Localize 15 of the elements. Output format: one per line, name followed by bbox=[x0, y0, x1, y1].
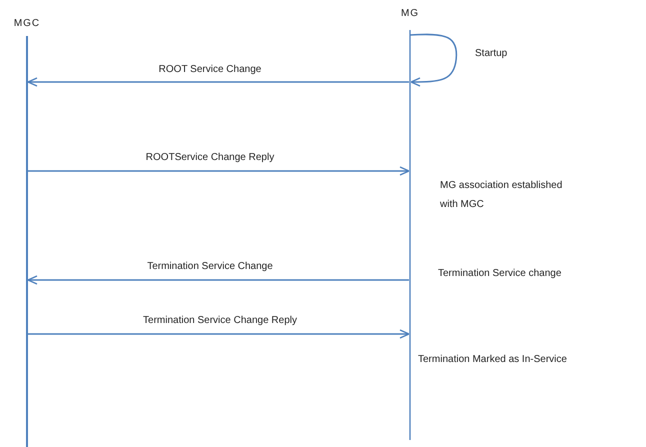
note-text: MG association established with MGC bbox=[440, 179, 564, 212]
edge-label: Termination Service Change bbox=[145, 261, 275, 273]
edge-label: ROOT Service Change bbox=[156, 64, 264, 76]
participant-label: MG bbox=[400, 8, 420, 20]
self-arrow bbox=[410, 34, 458, 87]
edge-label: ROOTService Change Reply bbox=[144, 152, 276, 164]
message-arrow bbox=[27, 77, 409, 87]
message-arrow bbox=[27, 275, 409, 285]
message-arrow bbox=[28, 166, 410, 176]
note-text: Termination Marked as In-Service bbox=[418, 353, 568, 367]
message-arrow bbox=[28, 329, 410, 339]
edge-label: Termination Service Change Reply bbox=[141, 315, 299, 327]
edge-label: Startup bbox=[475, 48, 508, 60]
participant-label: MGC bbox=[14, 18, 40, 30]
note-text: Termination Service change bbox=[438, 267, 562, 281]
